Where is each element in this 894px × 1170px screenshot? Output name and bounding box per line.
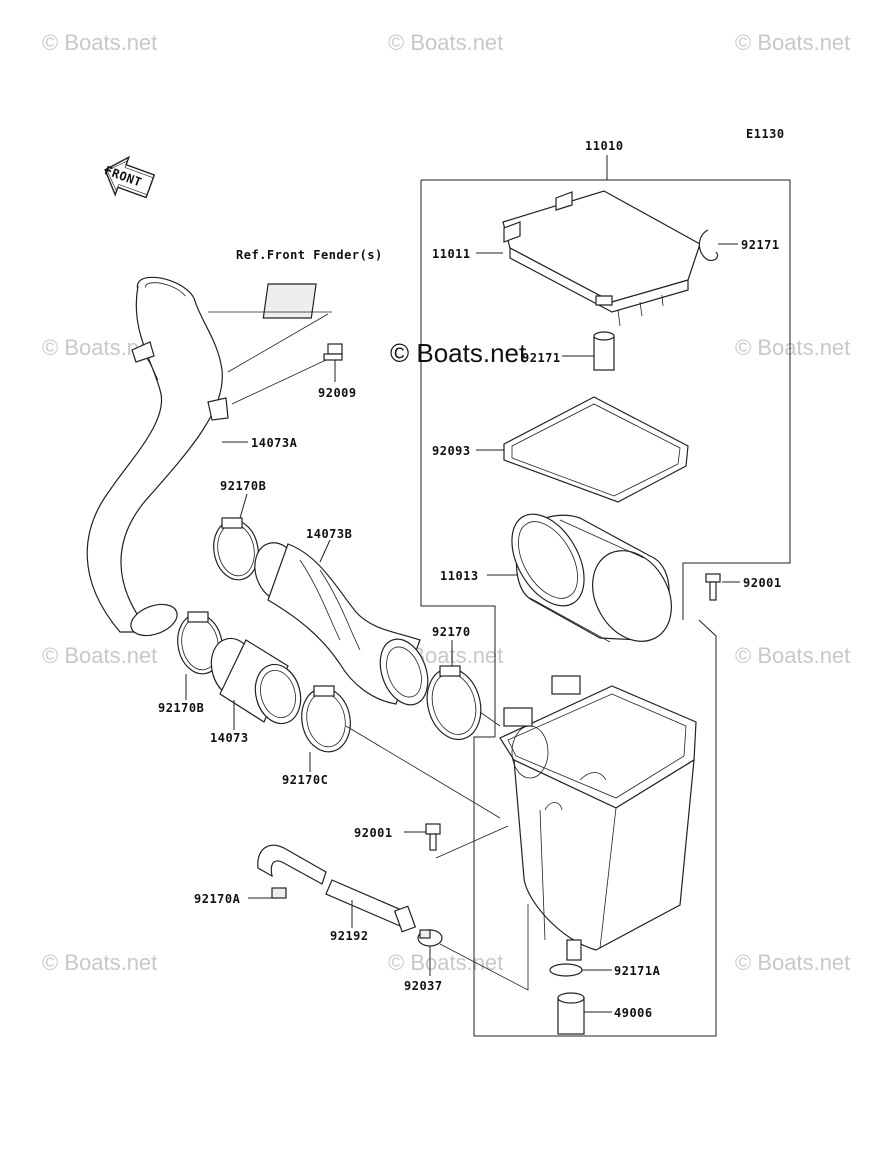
watermark-text: © Boats.net [42,950,157,975]
assembly-bracket-11010 [420,155,791,737]
part-label-92192: 92192 [330,929,369,943]
bolt-92009 [323,343,343,361]
leader-92170B-top [239,493,248,519]
watermark-text: © Boats.net [735,950,850,975]
clip-92171-mid [593,331,615,371]
part-label-92171: 92171 [741,238,780,252]
part-label-92170C: 92170C [282,773,328,787]
clamp-92037 [417,929,443,947]
watermark-text: © Boats.net [388,30,503,55]
part-label-92037: 92037 [404,979,443,993]
part-label-14073B: 14073B [306,527,352,541]
hose-parts [257,844,417,933]
guide-line-bolt [231,359,327,405]
part-label-92001-mid: 92001 [354,826,393,840]
watermark-text: © Boats.net [735,30,850,55]
guide-line-fender-2 [227,313,329,373]
front-direction-arrow: FRONT [103,155,156,199]
reference-note: Ref.Front Fender(s) [236,248,383,262]
part-label-92170B: 92170B [220,479,266,493]
seal-92093 [503,396,689,503]
fender-ref-block [262,283,317,319]
watermark-text: © Boats.net [42,643,157,668]
bolt-92001-right [705,573,721,601]
bolt-92001-mid [425,823,441,851]
part-label-92170B-bottom: 92170B [158,701,204,715]
diagram-code: E1130 [746,127,785,141]
tube-14073 [210,637,302,725]
clamp-92170 [426,665,482,741]
guide-line-92170 [479,711,501,727]
clamp-92170C [301,685,351,753]
guide-line-92170C [345,725,501,819]
clamp-92170B-top [213,517,259,581]
part-label-14073: 14073 [210,731,249,745]
part-label-11011: 11011 [432,247,471,261]
part-label-92093: 92093 [432,444,471,458]
part-label-92009: 92009 [318,386,357,400]
part-label-49006: 49006 [614,1006,653,1020]
part-label-11010: 11010 [585,139,624,153]
clip-92171-top [698,229,719,261]
lower-bracket-line [473,619,717,1037]
watermark-group: © Boats.net © Boats.net © Boats.net © Bo… [42,30,850,975]
watermark-text: © Boats.net [735,643,850,668]
guide-line-92037 [439,904,529,991]
drain-49006 [557,992,585,1035]
part-label-11013: 11013 [440,569,479,583]
guide-line-92001-mid [435,825,509,859]
watermark-main: © Boats.net [390,338,527,368]
part-label-92001: 92001 [743,576,782,590]
leader-14073B [319,539,331,563]
part-label-92170: 92170 [432,625,471,639]
part-label-92170A: 92170A [194,892,241,906]
ring-92171A [549,963,583,977]
watermark-text: © Boats.net [735,335,850,360]
part-label-92171A: 92171A [614,964,661,978]
air-box-case [499,675,697,961]
part-label-14073A: 14073A [251,436,298,450]
watermark-text: © Boats.net [42,30,157,55]
part-labels: 11010 11011 92171 92171 92093 11013 9200… [158,139,782,1020]
duct-14073A [86,276,229,637]
part-label-92171-mid: 92171 [522,351,561,365]
air-cleaner-cover [502,190,701,327]
filter-element-11013 [511,513,672,643]
watermark-text: © Boats.net [388,950,503,975]
duct-14073B [254,542,429,706]
